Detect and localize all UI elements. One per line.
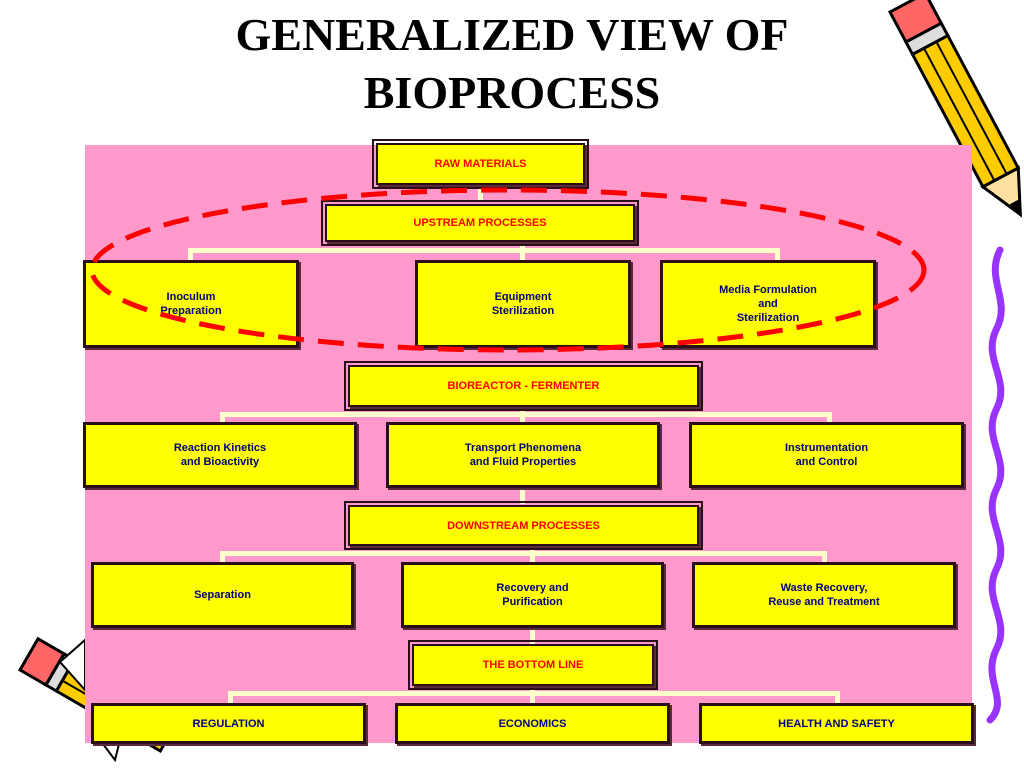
connector xyxy=(827,412,832,422)
reaction-kinetics-box: Reaction Kinetics and Bioactivity xyxy=(83,422,357,488)
economics-box: ECONOMICS xyxy=(395,703,670,744)
equipment-box: Equipment Sterilization xyxy=(415,260,631,348)
raw-materials-box: RAW MATERIALS xyxy=(372,139,589,189)
connector xyxy=(520,488,525,504)
transport-phenomena-box: Transport Phenomena and Fluid Properties xyxy=(386,422,660,488)
connector xyxy=(220,412,832,417)
connector xyxy=(220,551,225,562)
connector xyxy=(188,248,780,253)
recovery-box: Recovery and Purification xyxy=(401,562,664,628)
connector xyxy=(188,248,193,260)
bottom-line-header-box: THE BOTTOM LINE xyxy=(408,640,658,690)
connector xyxy=(775,248,780,260)
regulation-box: REGULATION xyxy=(91,703,366,744)
connector xyxy=(530,628,535,644)
slide-title-line1: GENERALIZED VIEW OF xyxy=(235,9,789,60)
connector xyxy=(530,547,535,562)
downstream-header-box: DOWNSTREAM PROCESSES xyxy=(344,501,703,550)
slide-title-line2: BIOPROCESS xyxy=(363,67,661,118)
bioreactor-header-box: BIOREACTOR - FERMENTER xyxy=(344,361,703,411)
separation-box: Separation xyxy=(91,562,354,628)
connector xyxy=(822,551,827,562)
connector xyxy=(478,186,483,202)
connector xyxy=(520,244,525,260)
connector xyxy=(220,412,225,422)
health-safety-box: HEALTH AND SAFETY xyxy=(699,703,974,744)
connector xyxy=(228,691,233,703)
waste-recovery-box: Waste Recovery, Reuse and Treatment xyxy=(692,562,956,628)
upstream-header-box: UPSTREAM PROCESSES xyxy=(321,200,639,246)
instrumentation-box: Instrumentation and Control xyxy=(689,422,964,488)
connector xyxy=(520,408,525,422)
connector xyxy=(220,551,827,556)
connector xyxy=(530,687,535,703)
connector xyxy=(835,691,840,703)
